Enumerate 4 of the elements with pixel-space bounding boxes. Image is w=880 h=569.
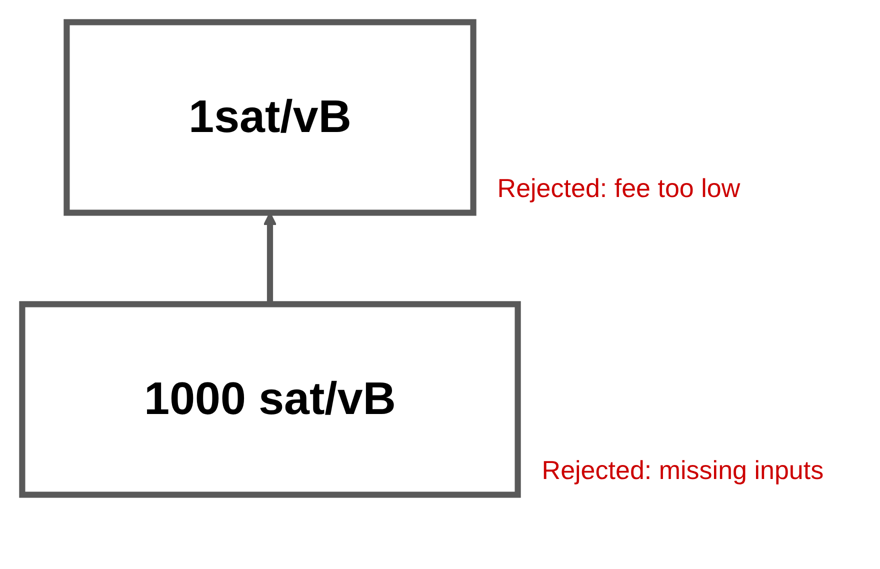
status-note: Rejected: fee too low (497, 172, 740, 204)
status-note: Rejected: missing inputs (542, 454, 824, 486)
process-box: 1000 sat/vB (19, 301, 521, 498)
process-box: 1sat/vB (64, 19, 476, 216)
